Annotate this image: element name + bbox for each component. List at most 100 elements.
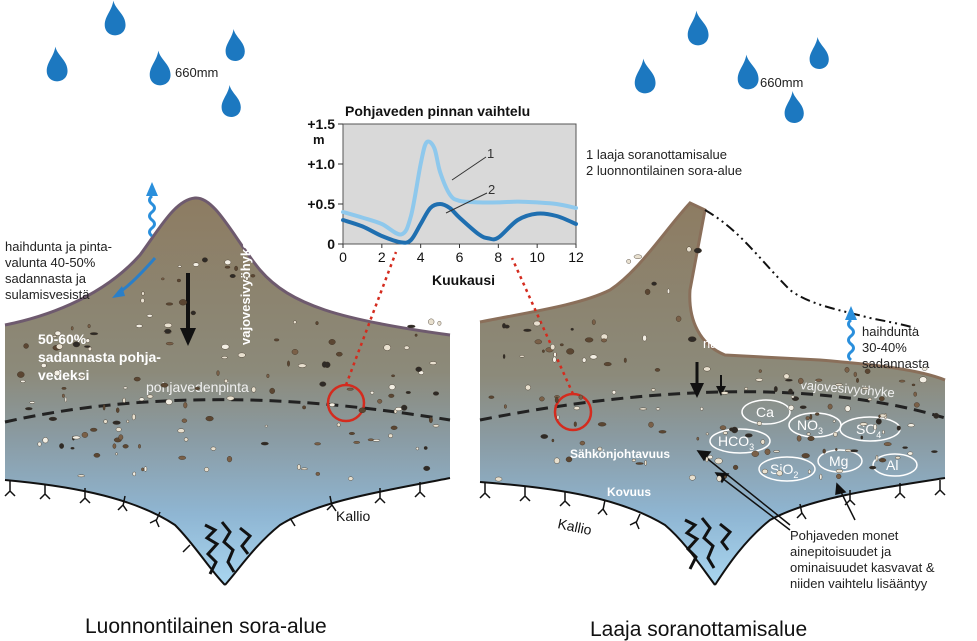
pebble — [293, 321, 296, 324]
pebble — [245, 276, 248, 280]
pebble — [757, 421, 762, 425]
pebble — [384, 345, 391, 351]
pebble — [62, 394, 64, 398]
pebble — [789, 405, 794, 410]
pebble — [354, 441, 360, 443]
pebble — [184, 438, 188, 442]
pebble — [25, 407, 32, 410]
pebble — [833, 420, 835, 422]
pebble — [723, 432, 727, 435]
right-original-surface — [705, 210, 915, 328]
precipitation-left-label: 660mm — [175, 65, 218, 80]
left-evaporation-arrowhead — [146, 182, 158, 196]
pebble — [639, 408, 646, 410]
pebble — [717, 476, 722, 482]
pebble — [745, 434, 752, 438]
pebble — [798, 378, 803, 384]
pebble — [389, 434, 393, 438]
pebble — [724, 476, 727, 479]
pebble — [899, 380, 905, 382]
pebble — [230, 274, 236, 278]
pebble — [84, 346, 90, 348]
pebble — [876, 419, 881, 425]
pebble — [144, 467, 147, 472]
pebble — [62, 387, 66, 389]
pebble — [845, 367, 849, 372]
pebble — [524, 329, 532, 332]
left-panel-title: Luonnontilainen sora-alue — [85, 615, 327, 638]
pebble — [919, 377, 926, 383]
pebble — [195, 387, 200, 390]
pebble — [856, 378, 858, 382]
pebble — [164, 323, 172, 327]
pebble — [438, 321, 441, 325]
pebble — [139, 398, 144, 401]
precipitation-right-label: 660mm — [760, 75, 803, 90]
pebble — [592, 320, 595, 325]
pebble — [429, 417, 432, 423]
pebble — [113, 444, 116, 449]
pebble — [688, 337, 696, 342]
pebble — [645, 289, 650, 295]
pebble — [138, 444, 140, 448]
pebble — [643, 335, 647, 341]
pebble — [934, 413, 939, 418]
pebble — [785, 379, 792, 381]
pebble — [347, 388, 354, 390]
pebble — [164, 329, 171, 333]
concentration-note: Pohjaveden monet ainepitoisuudet ja omin… — [790, 528, 938, 591]
pebble — [582, 358, 586, 363]
right-recharge-text: 60-70% sadan- nasta pohjavedeksi — [703, 320, 814, 351]
pebble — [708, 455, 713, 459]
pebble — [598, 447, 602, 451]
pebble — [777, 471, 783, 476]
pebble — [721, 392, 728, 395]
inset-y-unit: m — [313, 132, 325, 147]
pebble — [88, 324, 91, 328]
pebble — [835, 448, 837, 451]
pebble — [752, 451, 759, 457]
pebble — [884, 442, 891, 445]
pebble — [815, 413, 819, 416]
raindrops-right — [635, 11, 829, 123]
pebble — [784, 374, 789, 379]
pebble — [897, 426, 901, 430]
pebble — [845, 406, 850, 412]
pebble — [179, 456, 186, 460]
pebble — [534, 321, 541, 326]
pebble — [217, 371, 220, 376]
inset-x-label: Kuukausi — [432, 272, 495, 288]
pebble — [123, 387, 127, 389]
pebble — [191, 311, 196, 315]
pebble — [808, 436, 815, 441]
left-bedrock-label: Kallio — [336, 508, 370, 524]
pebble — [298, 364, 306, 368]
right-bedrock-label: Kallio — [556, 515, 593, 538]
pebble — [797, 436, 801, 442]
pebble — [49, 417, 57, 421]
pebble — [166, 342, 173, 345]
pebble — [224, 379, 227, 383]
curve-1-label: 1 — [487, 146, 494, 161]
pebble — [704, 367, 711, 371]
pebble — [389, 394, 395, 398]
pebble — [430, 362, 437, 365]
pebble — [395, 407, 402, 410]
pebble — [520, 355, 525, 357]
x-tick-label: 4 — [417, 249, 425, 265]
pebble — [17, 372, 24, 378]
pebble — [579, 395, 583, 399]
inset-legend: 1 laaja soranottamisalue 2 luonnontilain… — [586, 147, 742, 178]
pebble — [103, 404, 105, 410]
pebble — [424, 446, 427, 449]
pebble — [731, 427, 737, 433]
pebble — [235, 266, 238, 271]
pebble — [895, 456, 900, 459]
pebble — [525, 385, 530, 390]
pebble — [762, 469, 768, 474]
pebble — [389, 385, 395, 390]
pebble — [816, 379, 823, 382]
pebble — [161, 278, 164, 280]
ion-ca: Ca — [756, 404, 774, 420]
